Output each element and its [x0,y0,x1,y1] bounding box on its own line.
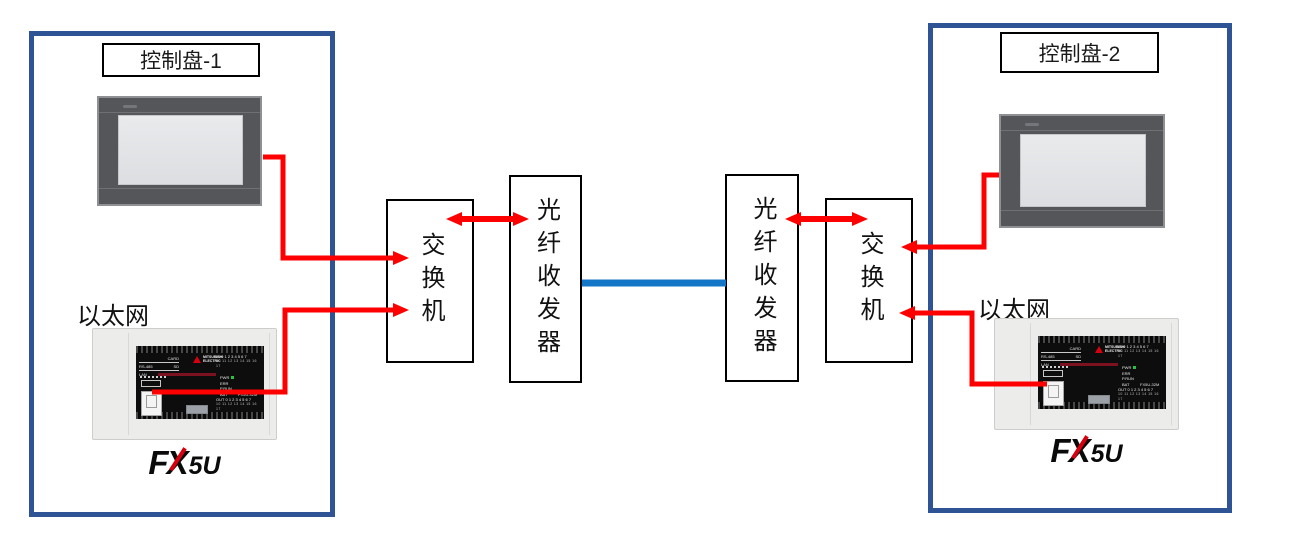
mitsubishi-logo: MITSUBISHI ELECTRIC [1095,345,1125,353]
fx-suffix-5u: 5U [1090,440,1123,468]
divider [139,370,179,371]
plc-seam [1030,323,1031,425]
label-lan: LAN [139,372,147,377]
status-leds: PWR ERR P.RUN BAT [220,375,235,397]
hmi-logo-mark [123,105,137,108]
label-card: CARD [167,356,179,361]
brand-line2: ELECTRIC [1105,349,1123,353]
hmi-bezel-seam [1001,209,1163,211]
plc-gray-label [1088,395,1110,404]
input-terminal-labels: IN 0 1 2 3 4 5 6 7 10 11 12 13 14 15 16 … [216,354,262,369]
output-terminal-labels: OUT 0 1 2 3 4 5 6 7 10 11 12 13 14 15 16… [1118,387,1164,402]
label-rs485: RS-485 [1041,354,1055,359]
fx-suffix-5u: 5U [188,452,221,480]
output-terminal-labels: OUT 0 1 2 3 4 5 6 7 10 11 12 13 14 15 16… [216,397,262,412]
plc-seam [128,333,129,435]
divider [139,362,179,363]
label-prun: P.RUN [1122,376,1134,381]
ethernet-label-1: 以太网 [77,303,149,330]
plc-seam [1171,323,1172,425]
label-bat: BAT [1122,381,1130,387]
plc-seam [269,333,270,435]
power-led [1133,366,1137,369]
hmi-screen-1 [118,115,243,186]
out-row: OUT 0 1 2 3 4 5 6 7 [1118,387,1154,392]
terminal-strip [136,346,264,353]
label-pwr: PWR [1122,365,1132,370]
out-row2: 10 11 12 13 14 15 16 17 [216,402,257,411]
hmi-logo-mark [1025,123,1039,126]
in-row2: 10 11 12 13 14 15 16 17 [1118,349,1159,358]
terminal-strip [136,412,264,419]
mitsubishi-diamond-icon [193,355,201,363]
label-rs485: RS-485 [139,364,153,369]
clink-marks [140,376,168,378]
fiber-transceiver-left-label: 光纤收发器 [532,196,560,362]
clink-marks [1042,366,1070,368]
hmi-bezel-seam [1001,130,1163,132]
fiber-transceiver-right-label: 光纤收发器 [749,195,776,361]
in-row2: 10 11 12 13 14 15 16 17 [216,359,257,368]
hmi-bezel-seam [99,111,260,113]
out-row2: 10 11 12 13 14 15 16 17 [1118,392,1159,401]
label-pwr: PWR [220,375,230,380]
plc-button [141,380,161,387]
control-panel-1-title-box: 控制盘-1 [102,43,260,77]
in-row: IN 0 1 2 3 4 5 6 7 [1118,344,1149,349]
label-sd: SD [1075,354,1081,359]
mitsubishi-diamond-icon [1095,345,1103,353]
control-panel-2-title: 控制盘-2 [1038,42,1121,66]
label-err: ERR [1122,370,1131,376]
switch-right-label: 交换机 [856,231,883,330]
plc-model-label: FX5U-32M [1140,382,1160,387]
fiber-transceiver-right-box: 光纤收发器 [725,174,799,382]
ethernet-port-1 [141,391,162,416]
label-sd: SD [173,364,179,369]
switch-left-box: 交换机 [386,199,474,363]
brand-line1: MITSUBISHI [1105,345,1126,349]
hmi-screen-2 [1020,134,1146,207]
fiber-transceiver-left-box: 光纤收发器 [509,175,582,383]
fx-letter-f: F [148,444,168,481]
fx-letter-f: F [1050,432,1070,469]
hmi-touch-panel-2 [999,114,1165,228]
fx-letter-x: X [1068,432,1091,469]
hmi-bezel-seam [99,188,260,190]
faceplate-red-stripe [1060,363,1118,366]
switch-right-box: 交换机 [825,198,913,363]
power-led [231,376,235,379]
terminal-strip [1038,402,1166,409]
ethernet-port-2 [1043,381,1064,406]
control-panel-1-title: 控制盘-1 [140,50,222,73]
fx-letter-x: X [166,444,189,481]
control-panel-2-title-box: 控制盘-2 [1000,32,1159,73]
status-leds: PWR ERR P.RUN BAT [1122,365,1137,387]
input-terminal-labels: IN 0 1 2 3 4 5 6 7 10 11 12 13 14 15 16 … [1118,344,1164,359]
plc-model-label: FX5U-32M [238,392,258,397]
switch-left-label: 交换机 [417,231,444,331]
rj45-pins [146,395,157,408]
label-card: CARD [1069,346,1081,351]
plc-button [1043,370,1063,377]
divider [1041,360,1081,361]
plc-gray-label [186,405,208,414]
hmi-touch-panel-1 [97,96,262,206]
divider [1041,352,1081,353]
rj45-pins [1048,385,1059,398]
out-row: OUT 0 1 2 3 4 5 6 7 [216,397,252,402]
terminal-strip [1038,336,1166,343]
